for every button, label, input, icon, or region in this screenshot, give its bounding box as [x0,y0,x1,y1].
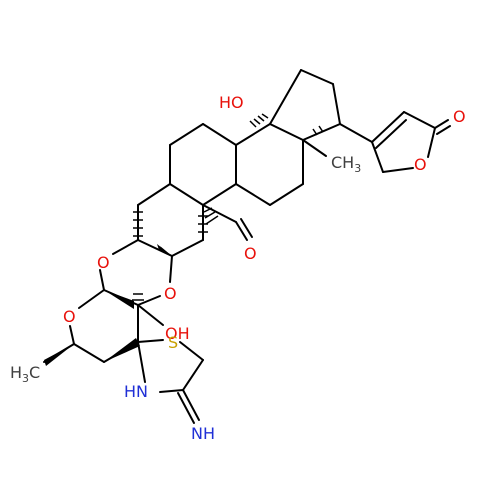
lactone-ketone-o-label: O [453,107,466,126]
stereo-bonds [44,113,324,366]
ch3-left-label: H3C [10,363,40,385]
atom-labels: HO CH3 O O O O O O OH S H3C HN NH [10,93,466,443]
pyran-o-label: O [63,307,76,326]
ch3-right-label: CH3 [331,153,361,175]
bonds [43,69,451,424]
aldehyde-o-label: O [244,244,257,263]
dioxane-o-left-label: O [97,253,110,272]
nh-imine-label: NH [191,424,215,443]
oh-center-label: OH [165,324,190,343]
dioxane-o-right-label: O [164,284,177,303]
thio-s-label: S [168,333,178,352]
nh-ring-label: HN [124,382,148,401]
oh-top-label: HO [219,93,244,112]
lactone-ring-o-label: O [414,155,427,174]
